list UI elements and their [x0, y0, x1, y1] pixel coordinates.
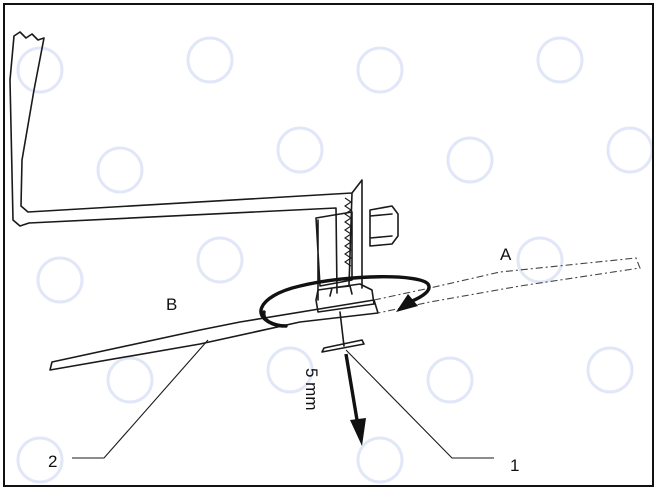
travel-arrowhead: [350, 418, 366, 446]
bracket-arm: [9, 31, 363, 294]
pedal-position-a: [373, 257, 641, 314]
rotation-arrowhead: [396, 294, 418, 312]
label-part-1: 1: [510, 456, 519, 475]
lock-nut: [369, 205, 399, 247]
label-position-a: A: [500, 245, 512, 264]
rotation-arrow: [259, 275, 431, 328]
clamp-block: [315, 283, 375, 313]
label-part-2: 2: [48, 452, 57, 471]
adjuster-housing: [315, 211, 353, 301]
travel-arrow-shaft: [344, 353, 360, 427]
leader-line-1: [345, 349, 494, 459]
adjusting-screw: [321, 311, 365, 353]
rotation-arrow-back: [262, 310, 288, 328]
label-travel-measurement: 5 mm: [302, 368, 321, 411]
watermark-pattern: [16, 36, 654, 484]
leader-line-2: [72, 339, 209, 459]
label-position-b: B: [166, 295, 177, 314]
adjuster-rack: [344, 197, 352, 267]
figure-frame: [3, 3, 654, 487]
